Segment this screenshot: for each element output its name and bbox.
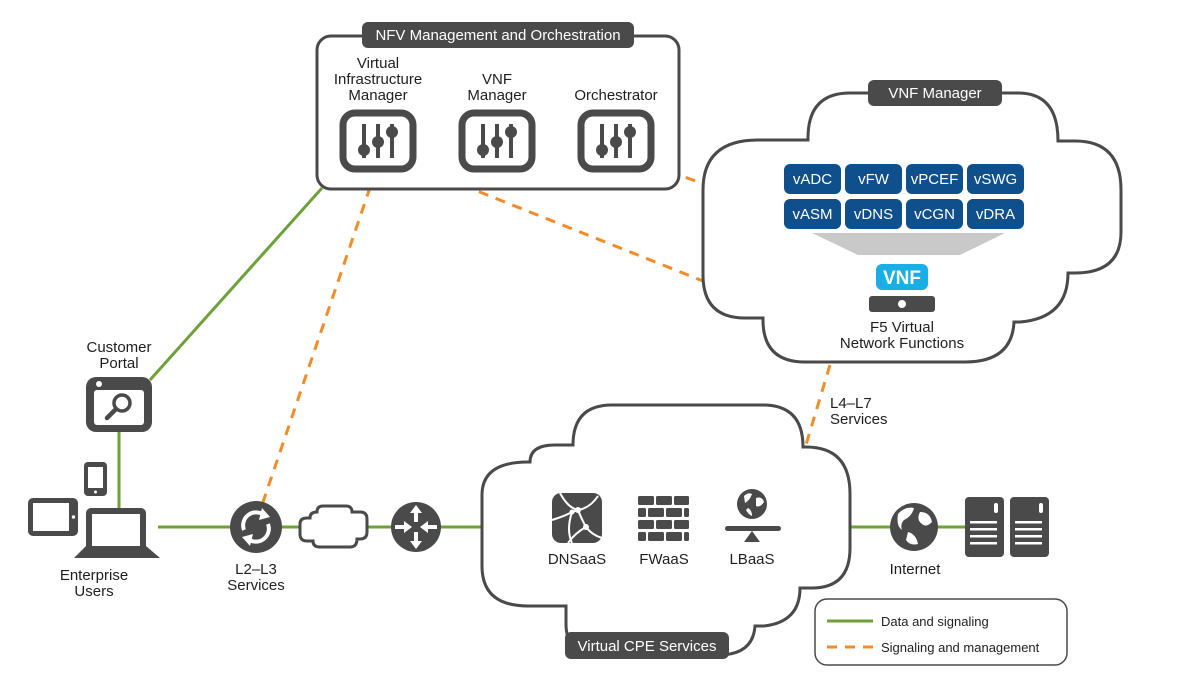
dns-network-icon[interactable] bbox=[551, 492, 603, 544]
sync-icon[interactable] bbox=[230, 501, 282, 553]
load-balancer-icon[interactable] bbox=[725, 489, 781, 542]
orchestrator-label: Orchestrator bbox=[574, 87, 657, 104]
vnfm-label-2: Manager bbox=[467, 87, 526, 104]
users-label-2: Users bbox=[74, 583, 113, 600]
cloud-icon[interactable] bbox=[298, 504, 369, 549]
connections bbox=[117, 137, 966, 529]
vnf-tile-label: vDRA bbox=[976, 206, 1015, 223]
vnf-tile-label: vCGN bbox=[914, 206, 955, 223]
vnf-tile-label: vASM bbox=[792, 206, 832, 223]
vnf-tile-label: vPCEF bbox=[911, 171, 959, 188]
enterprise-users-group: Enterprise Users bbox=[28, 462, 160, 600]
customer-portal-group: Customer Portal bbox=[86, 339, 152, 432]
vnf-tile-label: vSWG bbox=[974, 171, 1017, 188]
appliance-led-icon bbox=[898, 300, 906, 308]
vim-label-2: Infrastructure bbox=[334, 71, 422, 88]
internet-label: Internet bbox=[890, 561, 942, 578]
laptop-icon[interactable] bbox=[74, 508, 160, 558]
mgmt-line-vnf-vcpe bbox=[803, 364, 832, 449]
vnf-tile[interactable] bbox=[967, 199, 1024, 229]
l2l3-label-2: Services bbox=[227, 577, 285, 594]
l4l7-label-1: L4–L7 bbox=[830, 395, 872, 412]
vnf-manager-cloud-group: VNF Manager vADC vFW vPCEF vSWG vASM vDNS vCGN… bbox=[701, 80, 1123, 364]
legend-item-mgmt: Signaling and management bbox=[881, 640, 1040, 655]
vnf-tile[interactable] bbox=[967, 164, 1024, 194]
vnf-stack-shadow bbox=[812, 233, 1005, 255]
vcpe-title-pill bbox=[565, 632, 729, 659]
vnf-tile[interactable] bbox=[845, 199, 902, 229]
vnf-tile-label: vADC bbox=[793, 171, 832, 188]
vcpe-title: Virtual CPE Services bbox=[578, 638, 717, 655]
browser-search-icon[interactable] bbox=[86, 377, 152, 432]
fwaas-label: FWaaS bbox=[639, 551, 688, 568]
vim-label-1: Virtual bbox=[357, 55, 399, 72]
vnf-tile-label: vDNS bbox=[854, 206, 893, 223]
l4l7-label-2: Services bbox=[830, 411, 888, 428]
lbaas-label: LBaaS bbox=[729, 551, 774, 568]
vnf-tile-label: vFW bbox=[858, 171, 890, 188]
mgmt-line-vim-vnf bbox=[411, 163, 704, 283]
vnf-tile[interactable] bbox=[906, 199, 963, 229]
l2l3-label-1: L2–L3 bbox=[235, 561, 277, 578]
tablet-icon[interactable] bbox=[28, 498, 78, 536]
users-label-1: Enterprise bbox=[60, 567, 128, 584]
firewall-icon[interactable] bbox=[638, 496, 689, 541]
vnf-badge-text: VNF bbox=[883, 268, 921, 289]
dnsaas-label: DNSaaS bbox=[548, 551, 606, 568]
portal-label-1: Customer bbox=[86, 339, 151, 356]
vcpe-cloud bbox=[480, 403, 852, 657]
legend-item-data: Data and signaling bbox=[881, 614, 989, 629]
nfv-mano-title: NFV Management and Orchestration bbox=[375, 27, 620, 44]
vnf-function-tiles: vADC vFW vPCEF vSWG vASM vDNS vCGN vDRA bbox=[784, 164, 1024, 229]
l2-l3-group: L2–L3 Services bbox=[227, 501, 285, 594]
vnf-tile[interactable] bbox=[784, 199, 841, 229]
nfv-mano-group: NFV Management and Orchestration Virtual… bbox=[315, 22, 681, 191]
sliders-icon[interactable] bbox=[458, 109, 536, 173]
router-icon[interactable] bbox=[391, 502, 441, 552]
vnf-badge bbox=[876, 264, 928, 290]
vnf-tile[interactable] bbox=[845, 164, 902, 194]
vnf-caption-1: F5 Virtual bbox=[870, 319, 934, 336]
vnf-tile[interactable] bbox=[906, 164, 963, 194]
nfv-mano-title-pill bbox=[362, 22, 634, 48]
vnf-manager-title: VNF Manager bbox=[888, 85, 981, 102]
vim-label-3: Manager bbox=[348, 87, 407, 104]
vcpe-cloud-group: Virtual CPE Services DNSaaS FWaaS LBaaS bbox=[480, 403, 852, 659]
sliders-icon[interactable] bbox=[577, 109, 655, 173]
server-icon[interactable] bbox=[965, 497, 1049, 557]
legend: Data and signaling Signaling and managem… bbox=[814, 598, 1068, 666]
vnf-caption-2: Network Functions bbox=[840, 335, 964, 352]
vnf-manager-title-pill bbox=[868, 80, 1002, 106]
data-line-mano-portal bbox=[148, 186, 324, 382]
sliders-icon[interactable] bbox=[339, 109, 417, 173]
internet-group: Internet bbox=[890, 497, 1049, 578]
globe-icon[interactable] bbox=[890, 503, 938, 551]
wan-group bbox=[298, 502, 441, 552]
vnf-tile[interactable] bbox=[784, 164, 841, 194]
phone-icon[interactable] bbox=[84, 462, 107, 496]
portal-label-2: Portal bbox=[99, 355, 138, 372]
legend-box bbox=[814, 598, 1068, 666]
mgmt-line-orch-vnf bbox=[651, 163, 729, 195]
mgmt-line-vim-l2l3 bbox=[260, 169, 378, 506]
vnfm-label-1: VNF bbox=[482, 71, 512, 88]
